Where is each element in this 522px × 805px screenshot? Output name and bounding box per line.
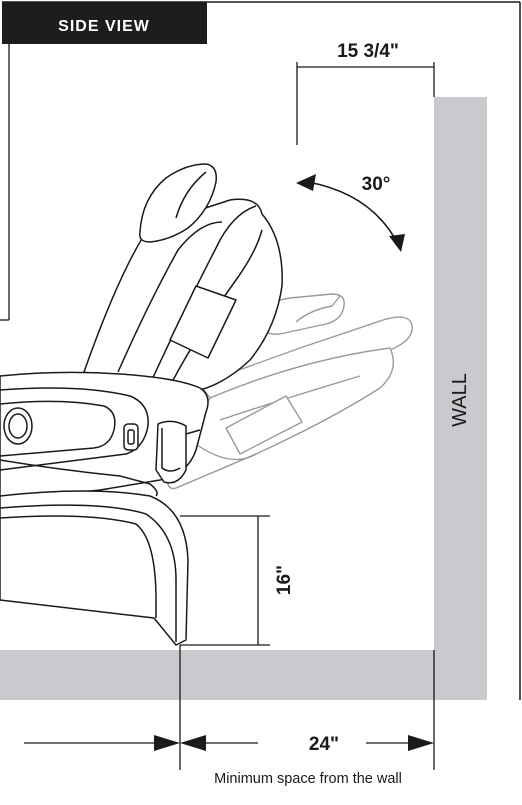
arc-arrow-top [296,174,316,191]
chair-backrest [83,163,283,393]
wall-clearance-dimension [24,645,435,770]
clearance-arrow-mid [180,735,206,751]
floor [0,650,434,700]
wall-clearance-label: 24" [309,734,339,755]
wall-label: WALL [449,373,471,427]
seat-height-label: 16" [274,565,295,595]
seat-height-dimension [180,515,270,646]
chair-armrest [0,371,209,501]
header-tab [2,2,207,44]
header-title: SIDE VIEW [58,18,150,35]
top-clearance-dimension [296,62,435,145]
arc-arrow-bottom [389,234,405,252]
clearance-arrow-left [154,735,180,751]
wall [434,97,487,700]
clearance-arrow-right [408,735,434,751]
recline-angle-arc [296,174,405,252]
top-clearance-label: 15 3/4" [337,41,399,62]
chair-base [0,459,189,646]
recline-angle-label: 30° [362,174,391,195]
reclined-chair-outline [165,293,413,490]
caption: Minimum space from the wall [214,771,402,787]
